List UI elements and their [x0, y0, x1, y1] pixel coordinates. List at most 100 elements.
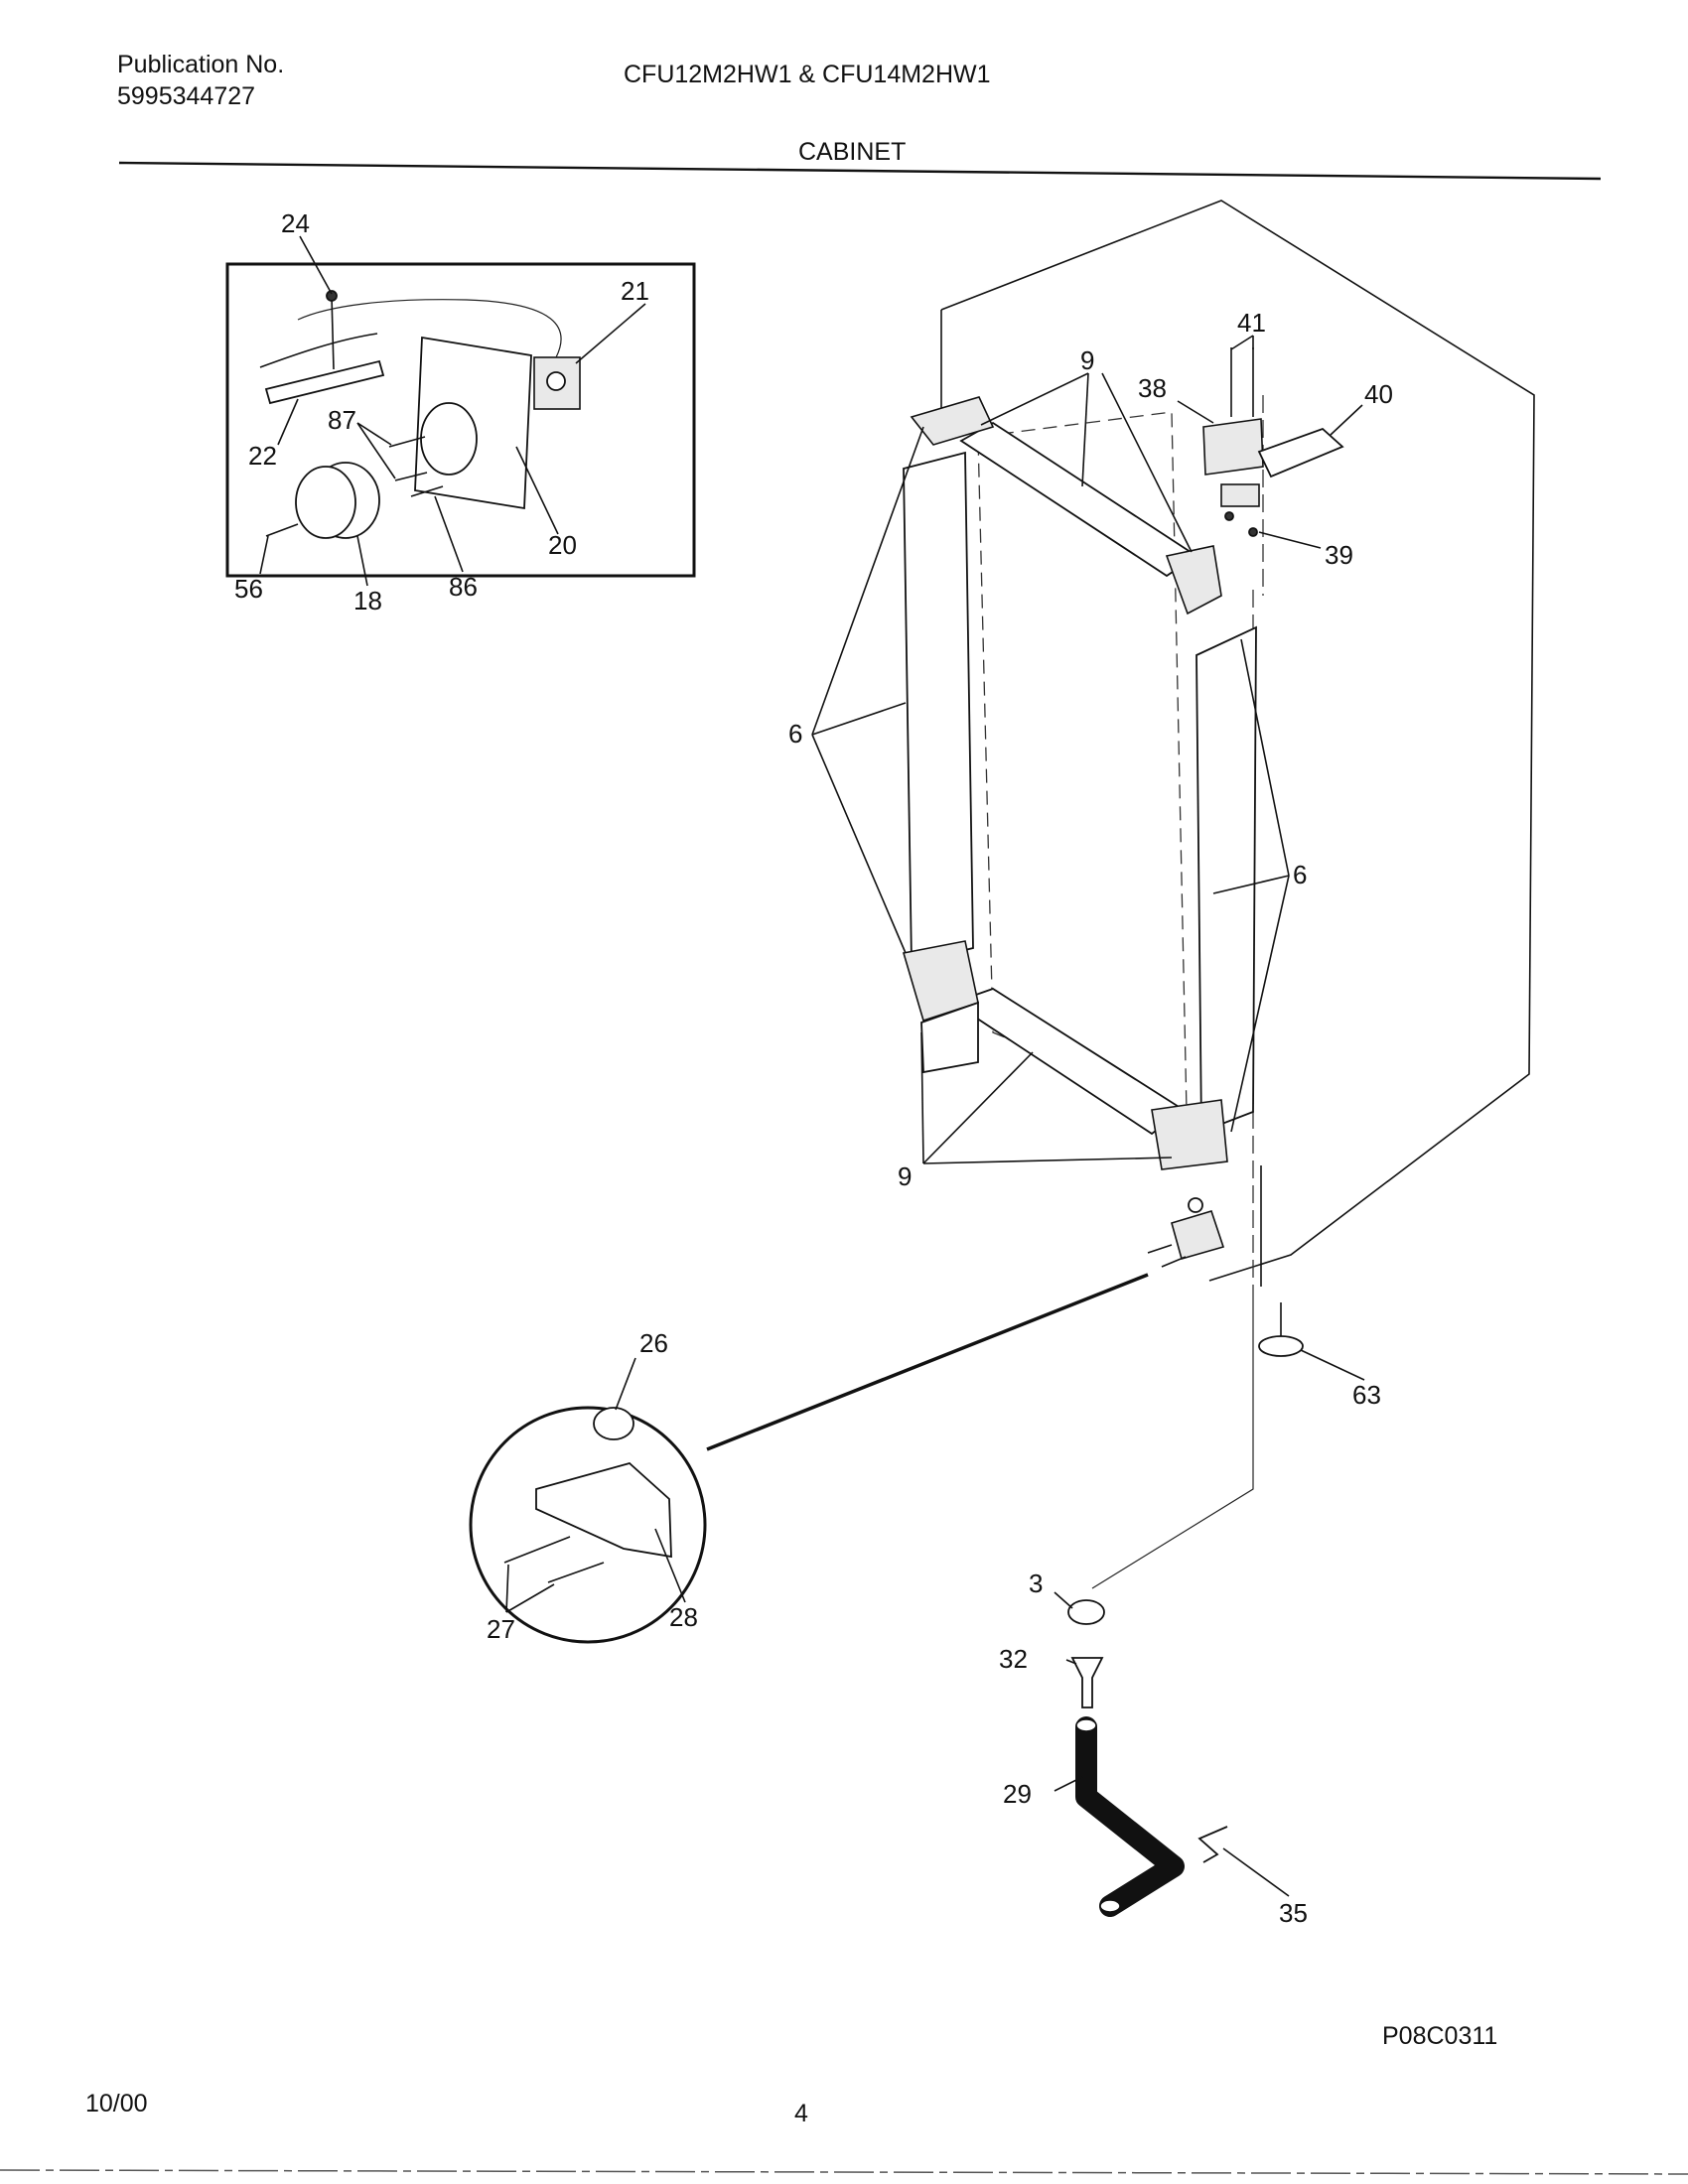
callout-3: 3 [1029, 1569, 1043, 1598]
bottom-hinge-screw-a [1147, 1244, 1173, 1254]
leader-9-bottom-b [922, 1051, 1034, 1164]
gasket-corner-top-right [1165, 545, 1222, 615]
publication-label: Publication No. [117, 51, 285, 78]
leader-27b [505, 1583, 555, 1613]
plate-opening [420, 402, 478, 476]
drain-leader-line [1091, 1291, 1254, 1589]
leader-6-right-c [1230, 875, 1290, 1133]
gasket-bottom [950, 988, 1186, 1136]
leader-20 [515, 446, 559, 535]
callout-18: 18 [353, 586, 382, 615]
callout-20: 20 [548, 530, 577, 560]
leader-39 [1258, 531, 1322, 549]
hinge-cover [1257, 427, 1344, 478]
leader-21 [575, 303, 646, 364]
callout-56: 56 [234, 574, 263, 604]
callout-41: 41 [1237, 308, 1266, 338]
bottom-hinge-screw-b [1161, 1256, 1187, 1268]
hose-end-bottom [1099, 1899, 1121, 1913]
leader-86 [434, 495, 464, 573]
callout-29: 29 [1003, 1779, 1032, 1809]
gasket-corner-bottom-right [1151, 1099, 1228, 1170]
leader-29 [1054, 1776, 1083, 1792]
gasket-strips [902, 396, 1257, 1170]
leader-41a [1230, 335, 1254, 350]
leader-18 [356, 535, 368, 587]
bottom-hinge-bracket [1171, 1210, 1225, 1260]
sensor-clip [264, 359, 385, 405]
screw-87b [394, 472, 428, 481]
bottom-hinge [706, 1197, 1225, 1451]
screw-56 [265, 523, 299, 537]
leader-6-left-a [811, 702, 907, 736]
leader-87a [356, 422, 392, 446]
leader-63 [1300, 1349, 1365, 1381]
drain-tube-32 [1070, 1657, 1104, 1708]
screw-87a [388, 436, 426, 448]
screw-24 [331, 295, 335, 370]
screw-27b [547, 1562, 605, 1583]
hinge-cap-26 [593, 1407, 634, 1440]
leader-9-top-c [1101, 372, 1193, 553]
hinge-plate-28 [535, 1462, 672, 1559]
gasket-left [903, 451, 974, 965]
leader-26 [615, 1357, 636, 1411]
hose-end-top [1075, 1718, 1097, 1732]
callout-39: 39 [1325, 540, 1353, 570]
leader-6-right-a [1212, 875, 1290, 894]
screw-24-head [326, 290, 338, 302]
leader-28 [654, 1528, 686, 1603]
publication-number: 5995344727 [117, 82, 256, 110]
leg-foot [1258, 1335, 1304, 1357]
diagram-code: P08C0311 [1382, 2022, 1498, 2050]
leader-32 [1065, 1659, 1077, 1665]
leader-9-bottom-a [920, 1031, 924, 1164]
callout-6-right: 6 [1293, 860, 1307, 889]
leader-6-right-b [1240, 638, 1290, 877]
detail-pointer-line [706, 1273, 1149, 1451]
callout-24: 24 [281, 208, 310, 238]
callout-63: 63 [1352, 1380, 1381, 1410]
leader-56 [259, 535, 269, 575]
callout-38: 38 [1138, 373, 1167, 403]
top-hinge-assembly [1177, 335, 1363, 549]
cabinet-outline [940, 200, 1535, 1282]
leader-40 [1330, 404, 1363, 436]
screw-27a [503, 1536, 571, 1564]
leader-87b [356, 422, 396, 479]
top-hinge-bracket [1202, 418, 1264, 476]
washer-39b [1248, 527, 1258, 537]
callout-22: 22 [248, 441, 277, 471]
gasket-corner-top-left [910, 396, 995, 446]
leader-9-bottom-c [922, 1157, 1173, 1164]
callout-40: 40 [1364, 379, 1393, 409]
callout-27: 27 [487, 1614, 515, 1644]
callout-26: 26 [639, 1328, 668, 1358]
drain-assembly [1054, 1591, 1290, 1917]
callout-32: 32 [999, 1644, 1028, 1674]
leader-9-top-a [980, 372, 1089, 426]
leader-6-left-c [811, 426, 924, 736]
gasket-lower-flap [920, 1001, 979, 1074]
section-title: CABINET [798, 138, 907, 166]
leader-35 [1222, 1847, 1290, 1897]
callout-35: 35 [1279, 1898, 1308, 1928]
hinge-detail-circle [469, 1357, 707, 1644]
washer-39a [1224, 511, 1234, 521]
bottom-hinge-pin [1188, 1197, 1203, 1213]
callout-21: 21 [621, 276, 649, 306]
leader-27a [505, 1564, 509, 1613]
print-date: 10/00 [85, 2090, 148, 2117]
callout-9-top: 9 [1080, 345, 1094, 375]
gasket-right [1196, 625, 1257, 1134]
model-numbers: CFU12M2HW1 & CFU14M2HW1 [624, 61, 991, 88]
scan-edge-line [0, 2169, 1688, 2175]
thermostat-shaft [546, 371, 566, 391]
hose-clip-35 [1197, 1826, 1228, 1863]
control-assembly-inset [225, 235, 696, 587]
hinge-pin-plate [1220, 483, 1260, 507]
leader-24 [299, 235, 333, 295]
drain-hose-29 [1075, 1716, 1185, 1917]
header-rule [118, 161, 1602, 181]
